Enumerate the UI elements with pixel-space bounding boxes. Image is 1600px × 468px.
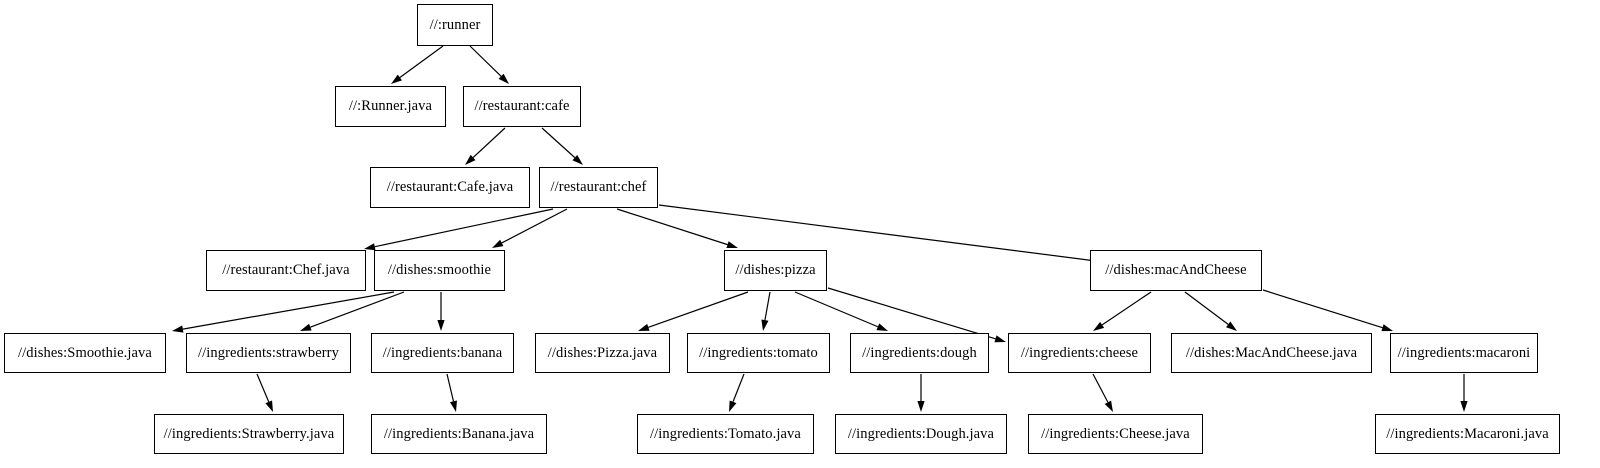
graph-node-dishes_smoothie[interactable]: //dishes:smoothie bbox=[374, 250, 505, 291]
graph-node-restaurant_cafe[interactable]: //restaurant:cafe bbox=[463, 86, 581, 127]
graph-node-banana_java[interactable]: //ingredients:Banana.java bbox=[371, 414, 547, 454]
graph-arrowhead-ing_cheese-to-cheese_java bbox=[1104, 400, 1113, 412]
graph-arrowhead-restaurant_chef-to-dishes_smoothie bbox=[492, 239, 504, 248]
graph-edge-dishes_smoothie-to-ing_strawberry bbox=[310, 291, 405, 328]
graph-node-label: //dishes:pizza bbox=[735, 262, 816, 279]
graph-arrowhead-dishes_pizza-to-pizza_java bbox=[638, 323, 650, 331]
graph-arrowhead-ing_strawberry-to-strawberry_java bbox=[265, 400, 273, 412]
graph-node-smoothie_java[interactable]: //dishes:Smoothie.java bbox=[4, 333, 166, 373]
graph-edge-ing_tomato-to-tomato_java bbox=[732, 373, 745, 402]
graph-node-label: //restaurant:Cafe.java bbox=[386, 179, 514, 196]
graph-node-label: //dishes:Smoothie.java bbox=[18, 344, 152, 361]
graph-edge-dishes_macncheese-to-ing_macaroni bbox=[1262, 289, 1383, 329]
graph-arrowhead-dishes_smoothie-to-ing_strawberry bbox=[300, 323, 312, 331]
graph-node-label: //ingredients:Strawberry.java bbox=[163, 425, 335, 442]
graph-node-label: //:Runner.java bbox=[348, 98, 433, 115]
graph-node-label: //dishes:Pizza.java bbox=[547, 344, 658, 361]
graph-node-cafe_java[interactable]: //restaurant:Cafe.java bbox=[370, 167, 530, 208]
graph-node-macncheese_java[interactable]: //dishes:MacAndCheese.java bbox=[1171, 333, 1372, 373]
graph-arrowhead-ing_macaroni-to-macaroni_java bbox=[1460, 401, 1468, 412]
graph-arrowhead-dishes_smoothie-to-smoothie_java bbox=[172, 325, 184, 333]
graph-node-label: //ingredients:Macaroni.java bbox=[1386, 425, 1549, 442]
graph-node-label: //ingredients:banana bbox=[382, 344, 503, 361]
graph-edge-restaurant_cafe-to-cafe_java bbox=[472, 127, 506, 158]
graph-node-macaroni_java[interactable]: //ingredients:Macaroni.java bbox=[1375, 414, 1560, 454]
graph-arrowhead-dishes_macncheese-to-ing_macaroni bbox=[1381, 324, 1393, 332]
graph-node-dishes_pizza[interactable]: //dishes:pizza bbox=[724, 250, 827, 291]
graph-edge-ing_cheese-to-cheese_java bbox=[1092, 373, 1109, 403]
graph-node-label: //:runner bbox=[429, 16, 481, 33]
graph-node-tomato_java[interactable]: //ingredients:Tomato.java bbox=[637, 414, 814, 454]
graph-node-label: //ingredients:strawberry bbox=[198, 344, 339, 361]
graph-arrowhead-restaurant_cafe-to-cafe_java bbox=[465, 154, 476, 165]
graph-node-cheese_java[interactable]: //ingredients:Cheese.java bbox=[1028, 414, 1203, 454]
graph-node-ing_macaroni[interactable]: //ingredients:macaroni bbox=[1390, 333, 1538, 373]
graph-node-ing_dough[interactable]: //ingredients:dough bbox=[850, 333, 989, 373]
graph-arrowhead-dishes_pizza-to-ing_tomato bbox=[761, 319, 769, 331]
graph-arrowhead-ing_tomato-to-tomato_java bbox=[729, 400, 737, 412]
graph-arrowhead-restaurant_cafe-to-restaurant_chef bbox=[572, 154, 583, 165]
graph-node-dishes_macncheese[interactable]: //dishes:macAndCheese bbox=[1090, 250, 1262, 291]
graph-arrowhead-ing_banana-to-banana_java bbox=[449, 400, 457, 412]
graph-arrowhead-dishes_macncheese-to-ing_cheese bbox=[1093, 321, 1105, 331]
graph-node-runner[interactable]: //:runner bbox=[417, 4, 493, 46]
graph-arrowhead-dishes_smoothie-to-ing_banana bbox=[437, 320, 445, 331]
graph-node-label: //ingredients:macaroni bbox=[1397, 344, 1531, 361]
graph-edge-runner-to-runner_java bbox=[399, 45, 444, 78]
graph-edge-ing_strawberry-to-strawberry_java bbox=[256, 373, 270, 403]
graph-node-label: //restaurant:chef bbox=[550, 179, 647, 196]
graph-node-pizza_java[interactable]: //dishes:Pizza.java bbox=[535, 333, 670, 373]
graph-edge-restaurant_cafe-to-restaurant_chef bbox=[541, 127, 576, 159]
graph-node-ing_tomato[interactable]: //ingredients:tomato bbox=[687, 333, 830, 373]
graph-edge-runner-to-restaurant_cafe bbox=[469, 45, 502, 77]
graph-node-label: //ingredients:Banana.java bbox=[383, 425, 535, 442]
graph-arrowhead-runner-to-runner_java bbox=[391, 74, 403, 84]
graph-node-label: //ingredients:cheese bbox=[1020, 344, 1139, 361]
graph-node-strawberry_java[interactable]: //ingredients:Strawberry.java bbox=[154, 414, 344, 454]
graph-node-label: //restaurant:Chef.java bbox=[222, 262, 350, 279]
graph-arrowhead-dishes_pizza-to-ing_dough bbox=[876, 323, 888, 331]
graph-edge-dishes_macncheese-to-ing_cheese bbox=[1101, 291, 1152, 326]
graph-edge-dishes_pizza-to-ing_cheese bbox=[827, 287, 996, 340]
graph-edge-dishes_pizza-to-ing_dough bbox=[794, 291, 879, 328]
graph-node-ing_cheese[interactable]: //ingredients:cheese bbox=[1008, 333, 1151, 373]
graph-node-label: //ingredients:tomato bbox=[699, 344, 818, 361]
graph-node-label: //restaurant:cafe bbox=[474, 98, 570, 115]
graph-node-restaurant_chef[interactable]: //restaurant:chef bbox=[539, 167, 658, 208]
graph-node-dough_java[interactable]: //ingredients:Dough.java bbox=[835, 414, 1007, 454]
graph-edge-restaurant_chef-to-dishes_smoothie bbox=[501, 208, 568, 244]
graph-edge-dishes_smoothie-to-smoothie_java bbox=[182, 291, 395, 330]
graph-node-label: //ingredients:Cheese.java bbox=[1041, 425, 1190, 442]
graph-arrowhead-ing_dough-to-dough_java bbox=[917, 401, 925, 412]
graph-arrowhead-restaurant_chef-to-dishes_pizza bbox=[726, 241, 738, 249]
graph-edge-dishes_pizza-to-pizza_java bbox=[648, 291, 749, 328]
graph-arrowhead-dishes_macncheese-to-macncheese_java bbox=[1226, 321, 1237, 331]
graph-arrowhead-runner-to-restaurant_cafe bbox=[498, 73, 509, 84]
graph-node-chef_java[interactable]: //restaurant:Chef.java bbox=[206, 250, 366, 291]
graph-edge-ing_banana-to-banana_java bbox=[446, 373, 455, 402]
graph-node-label: //ingredients:Tomato.java bbox=[650, 425, 801, 442]
graph-arrowhead-dishes_pizza-to-ing_cheese bbox=[994, 335, 1006, 343]
graph-edge-dishes_pizza-to-ing_tomato bbox=[764, 291, 771, 321]
graph-node-ing_banana[interactable]: //ingredients:banana bbox=[371, 333, 514, 373]
graph-node-runner_java[interactable]: //:Runner.java bbox=[335, 86, 446, 127]
graph-node-label: //dishes:smoothie bbox=[387, 262, 492, 279]
graph-edge-restaurant_chef-to-chef_java bbox=[374, 208, 554, 248]
graph-node-label: //ingredients:Dough.java bbox=[847, 425, 995, 442]
graph-node-label: //dishes:macAndCheese bbox=[1105, 262, 1247, 279]
graph-edge-restaurant_chef-to-dishes_pizza bbox=[616, 208, 728, 246]
graph-node-label: //dishes:MacAndCheese.java bbox=[1185, 344, 1358, 361]
graph-edge-dishes_macncheese-to-macncheese_java bbox=[1184, 291, 1229, 325]
graph-node-label: //ingredients:dough bbox=[862, 344, 977, 361]
graph-node-ing_strawberry[interactable]: //ingredients:strawberry bbox=[186, 333, 351, 373]
